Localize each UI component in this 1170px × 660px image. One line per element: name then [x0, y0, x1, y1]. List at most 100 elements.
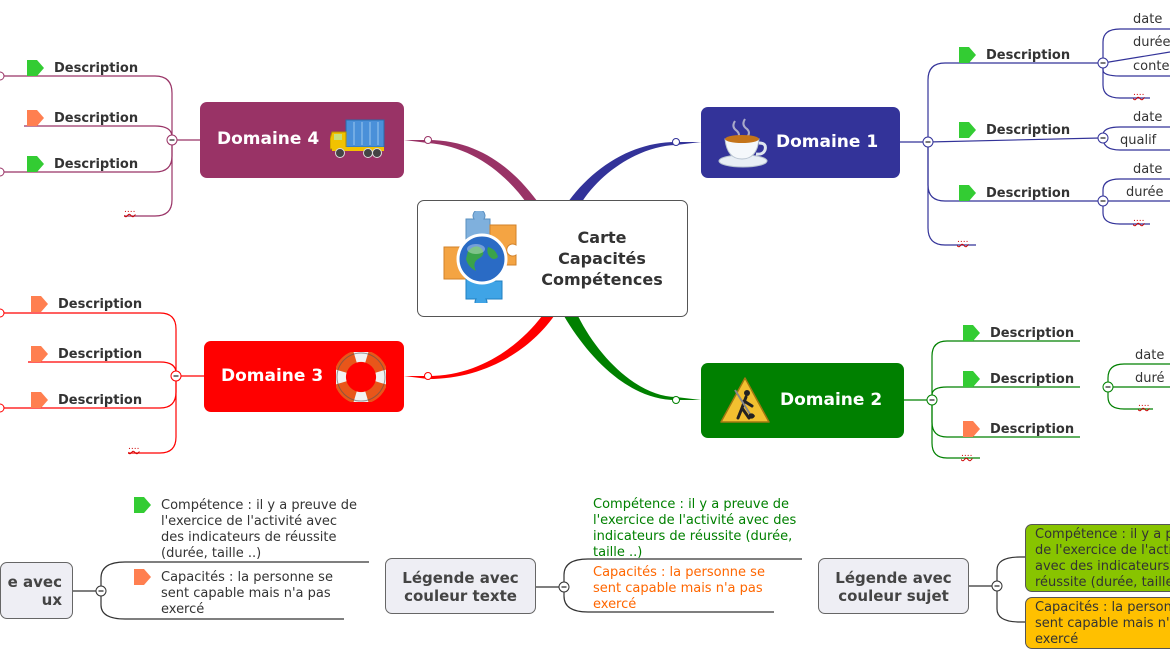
competence-flag-icon: [963, 325, 980, 341]
leaf-duree[interactable]: durée: [1133, 35, 1170, 50]
text-line: réussite (durée, taille: [1035, 575, 1170, 590]
domaine-1-item-1[interactable]: Description: [986, 48, 1071, 63]
leaf-date[interactable]: date: [1133, 162, 1163, 177]
domaine-4-topic[interactable]: Domaine 4: [200, 102, 404, 178]
domaine-2-more[interactable]: ....: [961, 449, 973, 459]
domaine-2-label: Domaine 2: [780, 390, 883, 410]
domaine-1-label: Domaine 1: [776, 132, 879, 152]
leaf-more[interactable]: ....: [1133, 88, 1145, 98]
legend-sujet-competence[interactable]: Compétence : il y a p de l'exercice de l…: [1025, 524, 1170, 592]
leaf-date[interactable]: date: [1135, 348, 1165, 363]
domaine-1-topic[interactable]: Domaine 1: [701, 107, 900, 178]
text-line: indicateurs de réussite (durée,: [593, 529, 793, 544]
competence-flag-icon: [959, 122, 976, 138]
competence-flag-icon: [27, 60, 44, 76]
domaine-2-item-3[interactable]: Description: [990, 422, 1075, 437]
domaine-3-item-3[interactable]: Description: [58, 393, 143, 408]
text-line: Compétence : il y a preuve de: [161, 498, 357, 513]
leaf-duree[interactable]: durée: [1126, 185, 1164, 200]
text-line: exercé: [593, 597, 637, 612]
capacite-flag-icon: [27, 110, 44, 126]
central-topic-title: Carte Capacités Compétences: [530, 227, 674, 290]
domaine-4-item-2[interactable]: Description: [54, 111, 139, 126]
text-line: avec des indicateurs: [1035, 559, 1170, 574]
domaine-2-item-1[interactable]: Description: [990, 326, 1075, 341]
text-line: sent capable mais n'a pas: [161, 586, 331, 601]
text-line: (durée, taille ..): [161, 546, 262, 561]
central-topic[interactable]: Carte Capacités Compétences: [417, 200, 688, 317]
leaf-duree[interactable]: duré: [1135, 371, 1165, 386]
legend-texte-capacite[interactable]: Capacités : la personne se sent capable …: [593, 565, 765, 613]
title-line: Compétences: [541, 270, 663, 289]
connector-domaine1: [566, 142, 701, 205]
legend-title-line: Légende avec: [835, 569, 952, 587]
domaine-2-item-2[interactable]: Description: [990, 372, 1075, 387]
leaf-date[interactable]: date: [1133, 12, 1163, 27]
text-line: l'exercice de l'activité avec: [161, 514, 338, 529]
legend-title-line: e avec: [7, 573, 62, 591]
text-line: Compétence : il y a preuve de: [593, 497, 789, 512]
coffee-cup-icon: [718, 118, 768, 168]
domaine-4-more[interactable]: ....: [124, 205, 136, 215]
leaf-contexte[interactable]: conte: [1133, 59, 1170, 74]
text-line: sent capable mais n'a pas: [593, 581, 763, 596]
domaine-1-item-2[interactable]: Description: [986, 123, 1071, 138]
domaine-3-more[interactable]: ....: [128, 442, 140, 452]
capacite-flag-icon: [31, 296, 48, 312]
legend-sujet-topic[interactable]: Légende avec couleur sujet: [818, 558, 969, 614]
capacite-flag-icon: [963, 421, 980, 437]
domaine-2-topic[interactable]: Domaine 2: [701, 363, 904, 438]
text-line: des indicateurs de réussite: [161, 530, 337, 545]
legend-drapeaux-capacite[interactable]: Capacités : la personne se sent capable …: [161, 570, 333, 618]
domaine-1-item-3[interactable]: Description: [986, 186, 1071, 201]
competence-flag-icon: [963, 371, 980, 387]
title-line: Capacités: [558, 249, 646, 268]
text-line: taille ..): [593, 545, 643, 560]
legend-drapeaux-topic[interactable]: e avec ux: [0, 562, 73, 619]
leaf-date[interactable]: date: [1133, 110, 1163, 125]
text-line: Capacités : la person: [1035, 600, 1170, 615]
connector-domaine3: [404, 316, 554, 379]
text-line: Capacités : la personne se: [593, 565, 765, 580]
text-line: de l'exercice de l'acti: [1035, 543, 1170, 558]
leaf-more[interactable]: ....: [1138, 399, 1150, 409]
domaine-1-more[interactable]: ....: [957, 235, 969, 245]
title-line: Carte: [577, 228, 627, 247]
competence-flag-icon: [134, 497, 151, 513]
domaine-3-label: Domaine 3: [221, 366, 324, 386]
domaine-3-topic[interactable]: Domaine 3: [204, 341, 404, 412]
legend-drapeaux-competence[interactable]: Compétence : il y a preuve de l'exercice…: [161, 498, 357, 562]
capacite-flag-icon: [134, 569, 151, 585]
puzzle-globe-icon: [443, 211, 517, 303]
legend-title-line: couleur sujet: [838, 587, 949, 605]
domaine-4-label: Domaine 4: [217, 129, 320, 149]
text-line: Capacités : la personne se: [161, 570, 333, 585]
truck-icon: [330, 119, 385, 158]
connector-domaine4: [404, 140, 540, 205]
legend-title-line: ux: [41, 591, 62, 609]
capacite-flag-icon: [31, 346, 48, 362]
legend-title-line: Légende avec: [402, 569, 519, 587]
text-line: l'exercice de l'activité avec des: [593, 513, 797, 528]
domaine-4-item-3[interactable]: Description: [54, 157, 139, 172]
competence-flag-icon: [959, 47, 976, 63]
text-line: sent capable mais n': [1035, 616, 1170, 631]
legend-title-line: couleur texte: [404, 587, 517, 605]
competence-flag-icon: [27, 156, 44, 172]
text-line: exercé: [1035, 632, 1079, 647]
competence-flag-icon: [959, 185, 976, 201]
domaine-3-item-1[interactable]: Description: [58, 297, 143, 312]
lifebuoy-icon: [336, 352, 386, 402]
construction-worker-icon: [720, 377, 770, 423]
domaine-4-item-1[interactable]: Description: [54, 61, 139, 76]
leaf-qualification[interactable]: qualif: [1120, 133, 1157, 148]
legend-sujet-capacite[interactable]: Capacités : la person sent capable mais …: [1025, 597, 1170, 649]
legend-texte-topic[interactable]: Légende avec couleur texte: [385, 558, 536, 614]
text-line: Compétence : il y a p: [1035, 527, 1170, 542]
legend-texte-competence[interactable]: Compétence : il y a preuve de l'exercice…: [593, 497, 796, 561]
capacite-flag-icon: [31, 392, 48, 408]
leaf-more[interactable]: ....: [1133, 214, 1145, 224]
text-line: exercé: [161, 602, 205, 617]
domaine-3-item-2[interactable]: Description: [58, 347, 143, 362]
